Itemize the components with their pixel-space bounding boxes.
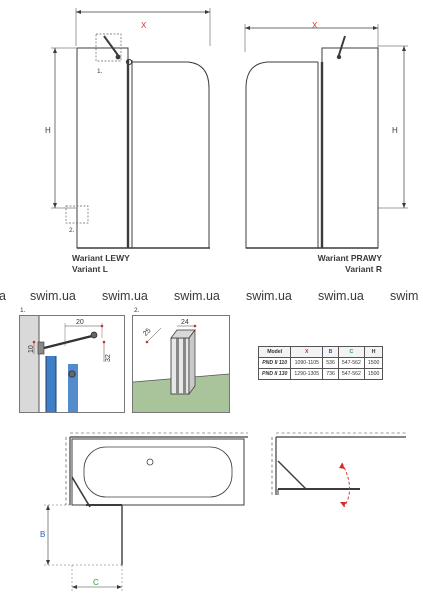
spec-header-c: C <box>337 346 365 358</box>
spec-cell: 547-562 <box>337 357 365 369</box>
top-elevation-drawing: X H 1. 2. X H <box>45 8 408 249</box>
spec-cell: 1090-1105 <box>290 357 324 369</box>
right-dim-h-label: H <box>392 126 398 135</box>
left-variant-elevation <box>51 8 211 249</box>
watermark-text: a <box>0 289 6 303</box>
watermark-text: swim.ua <box>246 289 292 303</box>
left-variant-label-line1: Wariant LEWY <box>72 253 130 263</box>
spec-header-x: X <box>290 346 324 358</box>
watermark-text: swim <box>390 289 419 303</box>
right-variant-label-line2: Variant R <box>345 264 382 274</box>
detail-1-wall <box>20 316 39 412</box>
left-detail-1-box <box>95 33 122 62</box>
detail-1-drawing: 20 10 32 <box>20 316 112 412</box>
detail-1-dim-20: 20 <box>76 319 84 326</box>
bathtub-drain <box>146 458 154 466</box>
watermark-row: a swim.ua swim.ua swim.ua swim.ua swim.u… <box>0 289 423 305</box>
swing-arc-arrow <box>341 462 350 508</box>
left-variant-label-line2: Variant L <box>72 264 108 274</box>
spec-cell: 736 <box>322 368 339 380</box>
left-variant-label: Wariant LEWY Variant L <box>72 253 130 275</box>
watermark-text: swim.ua <box>30 289 76 303</box>
right-second-glass-panel <box>321 47 379 249</box>
right-stabilizer-bar <box>337 35 346 59</box>
detail-2-profile <box>170 337 190 395</box>
bathtub-basin <box>83 446 233 498</box>
spec-cell: 1500 <box>363 357 384 369</box>
right-variant-elevation <box>244 24 408 249</box>
table-row: PND II 130 1290-1305 736 547-562 1500 <box>257 368 384 380</box>
left-detail-2-box <box>65 205 89 224</box>
spec-cell: 1290-1305 <box>290 368 324 380</box>
detail-2-marker: 2. <box>134 307 140 314</box>
spec-cell: PND II 130 <box>257 368 292 380</box>
bathtub-outline <box>71 438 245 506</box>
detail-1-dim-32: 32 <box>105 354 112 362</box>
detail-1-panel: 20 10 32 <box>19 315 125 413</box>
left-marker-2: 2. <box>69 227 75 234</box>
spec-header-model: Model <box>257 346 292 358</box>
left-stabilizer-bar <box>103 35 121 59</box>
bathtub-plan <box>44 432 248 591</box>
detail-1-stabilizer <box>43 334 93 350</box>
detail-1-dim-10: 10 <box>28 345 35 353</box>
left-second-glass-panel <box>132 61 210 249</box>
left-dim-x-label: X <box>141 21 147 30</box>
detail-2-drawing: 24 25 <box>132 319 230 412</box>
left-marker-1: 1. <box>97 68 103 75</box>
table-row: PND II 110 1090-1105 536 547-562 1500 <box>257 357 384 369</box>
swing-plan <box>271 432 406 508</box>
right-variant-label: Wariant PRAWY Variant R <box>300 253 382 275</box>
spec-cell: 1500 <box>363 368 384 380</box>
detail-1-glass <box>46 356 56 412</box>
detail-2-dim-24: 24 <box>181 319 189 326</box>
spec-header-h: H <box>363 346 384 358</box>
spec-cell: 547-562 <box>337 368 365 380</box>
bottom-plan-drawing: B C <box>40 432 406 591</box>
spec-table-header-row: Model X B C H <box>257 346 384 358</box>
spec-cell: 536 <box>322 357 339 369</box>
right-variant-label-line1: Wariant PRAWY <box>317 253 382 263</box>
left-dim-h-label: H <box>45 126 51 135</box>
detail-2-dim-25: 25 <box>142 327 153 338</box>
watermark-text: swim.ua <box>102 289 148 303</box>
plan-dim-b-label: B <box>40 530 45 539</box>
spec-header-b: B <box>322 346 339 358</box>
right-dim-x-label: X <box>312 21 318 30</box>
detail-2-panel: 24 25 <box>132 315 230 413</box>
specification-table: Model X B C H PND II 110 1090-1105 536 5… <box>257 346 384 380</box>
left-first-glass-panel <box>76 47 129 249</box>
watermark-text: swim.ua <box>318 289 364 303</box>
plan-dim-c-label: C <box>93 578 99 587</box>
detail-1-marker: 1. <box>20 307 26 314</box>
watermark-text: swim.ua <box>174 289 220 303</box>
spec-cell: PND II 110 <box>257 357 292 369</box>
right-first-glass-panel <box>245 61 318 249</box>
